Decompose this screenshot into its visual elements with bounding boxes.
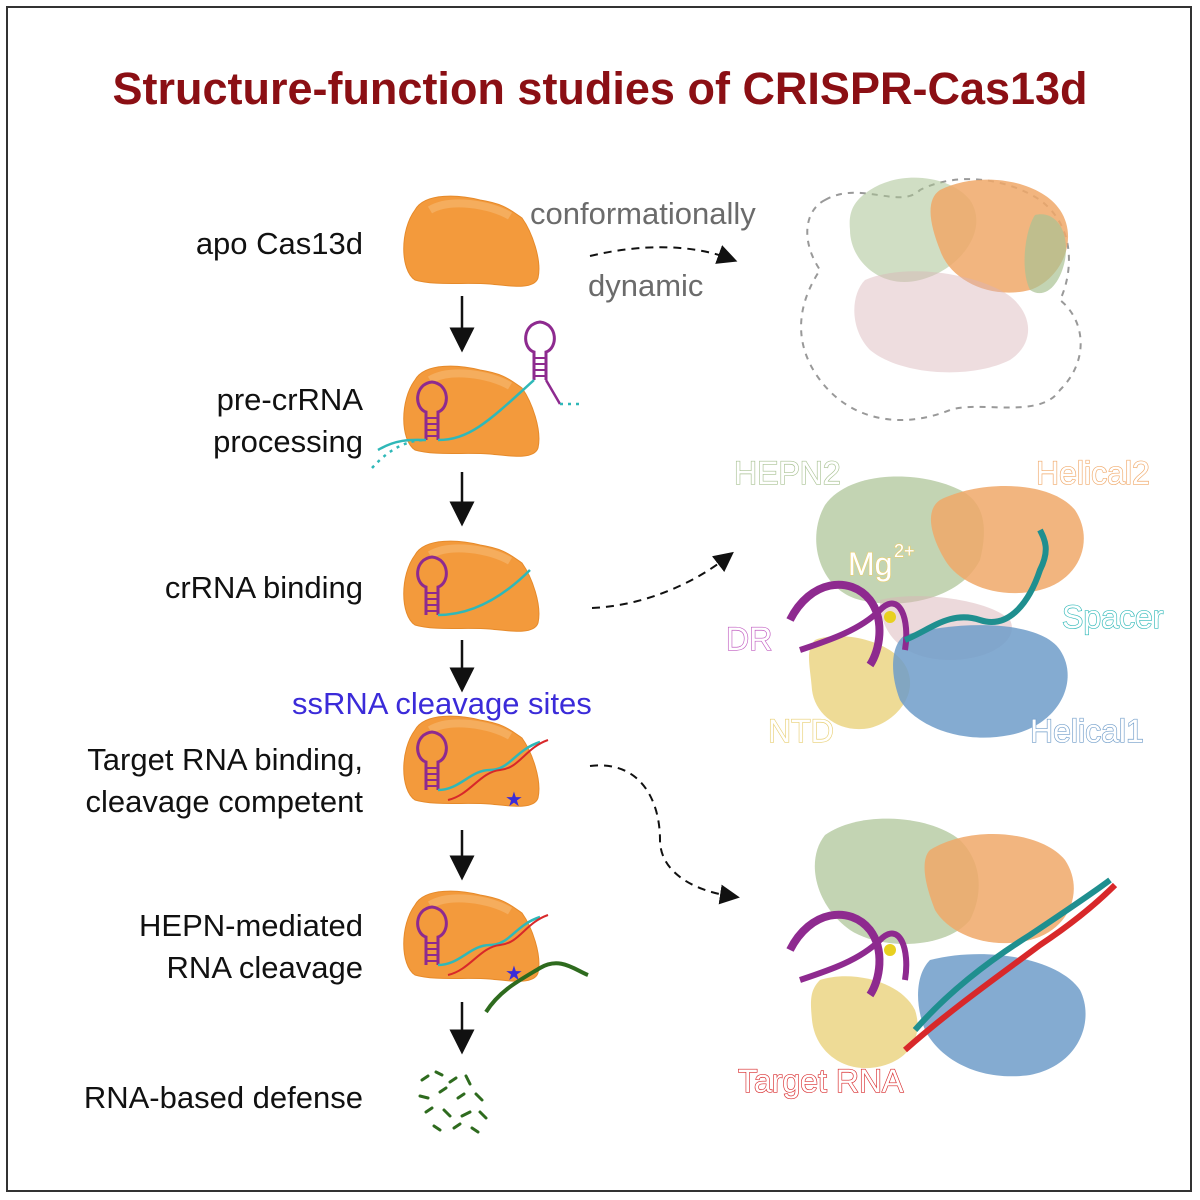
arrow-to-apo-structure <box>589 245 738 264</box>
apo-cas13d-protein <box>404 196 539 286</box>
step-hepn-label-1: HEPN-mediated <box>139 908 363 943</box>
binary-structure <box>786 476 1084 738</box>
crrna-binding-protein <box>404 541 539 631</box>
page-title: Structure-function studies of CRISPR-Cas… <box>112 63 1087 114</box>
arrow-to-binary-structure <box>591 551 734 609</box>
hepn2-label: HEPN2 <box>734 455 841 491</box>
step-defense-label: RNA-based defense <box>84 1080 363 1115</box>
hepn-cleavage-protein: ★ <box>404 891 589 1014</box>
spacer-label: Spacer <box>1062 599 1164 635</box>
step-target-binding-label-1: Target RNA binding, <box>87 742 363 777</box>
mg-superscript: 2+ <box>894 541 915 561</box>
mg-ion-2 <box>884 944 896 956</box>
apo-structure <box>800 177 1082 421</box>
precrrna-protein <box>371 320 580 469</box>
figure-frame <box>6 6 1192 1192</box>
step-target-binding-label-2: cleavage competent <box>86 784 364 819</box>
ternary-structure <box>786 818 1118 1077</box>
mg-label: Mg <box>848 546 892 582</box>
mg-ion <box>884 611 896 623</box>
dynamic-label: dynamic <box>588 268 703 303</box>
conformationally-label: conformationally <box>530 196 756 231</box>
degraded-rna-fragments <box>418 1070 488 1134</box>
helical2-label: Helical2 <box>1036 455 1150 491</box>
ssrna-cleavage-sites-label: ssRNA cleavage sites <box>292 686 592 721</box>
ntd-label: NTD <box>768 713 834 749</box>
step-apo-label: apo Cas13d <box>196 226 363 261</box>
cleavage-site-star-icon: ★ <box>505 789 523 811</box>
target-rna-label: Target RNA <box>738 1063 904 1099</box>
step-precrrna-label-2: processing <box>213 424 363 459</box>
target-binding-protein: ★ <box>404 716 549 811</box>
step-crrna-binding-label: crRNA binding <box>165 570 363 605</box>
step-hepn-label-2: RNA cleavage <box>167 950 363 985</box>
step-precrrna-label-1: pre-crRNA <box>217 382 364 417</box>
dr-label: DR <box>726 621 772 657</box>
arrow-to-ternary-structure <box>589 764 740 905</box>
helical1-label: Helical1 <box>1030 713 1144 749</box>
